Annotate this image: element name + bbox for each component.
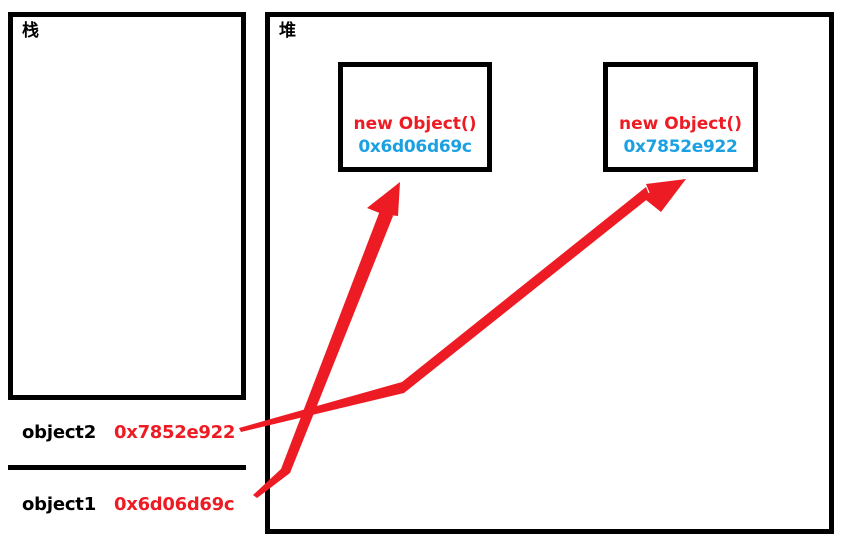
heap-object-title: new Object() <box>619 114 742 135</box>
stack-slot-name: object1 <box>22 494 97 515</box>
stack-slot-address: 0x7852e922 <box>114 422 236 443</box>
heap-object-address: 0x6d06d69c <box>358 137 472 158</box>
stack-slot-object2[interactable]: object2 0x7852e922 <box>8 395 246 465</box>
stack-region: 栈 object2 0x7852e922 object1 0x6d06d69c <box>8 12 246 539</box>
stack-region-label: 栈 <box>22 21 39 41</box>
heap-object-box[interactable]: new Object() 0x7852e922 <box>603 62 758 172</box>
heap-region-label: 堆 <box>279 21 296 41</box>
heap-object-address: 0x7852e922 <box>623 137 738 158</box>
heap-object-title: new Object() <box>353 114 477 135</box>
stack-slot-name: object2 <box>22 422 97 443</box>
stack-slot-address: 0x6d06d69c <box>114 494 235 515</box>
heap-object-box[interactable]: new Object() 0x6d06d69c <box>338 62 492 172</box>
stack-slot-object1[interactable]: object1 0x6d06d69c <box>8 465 246 539</box>
